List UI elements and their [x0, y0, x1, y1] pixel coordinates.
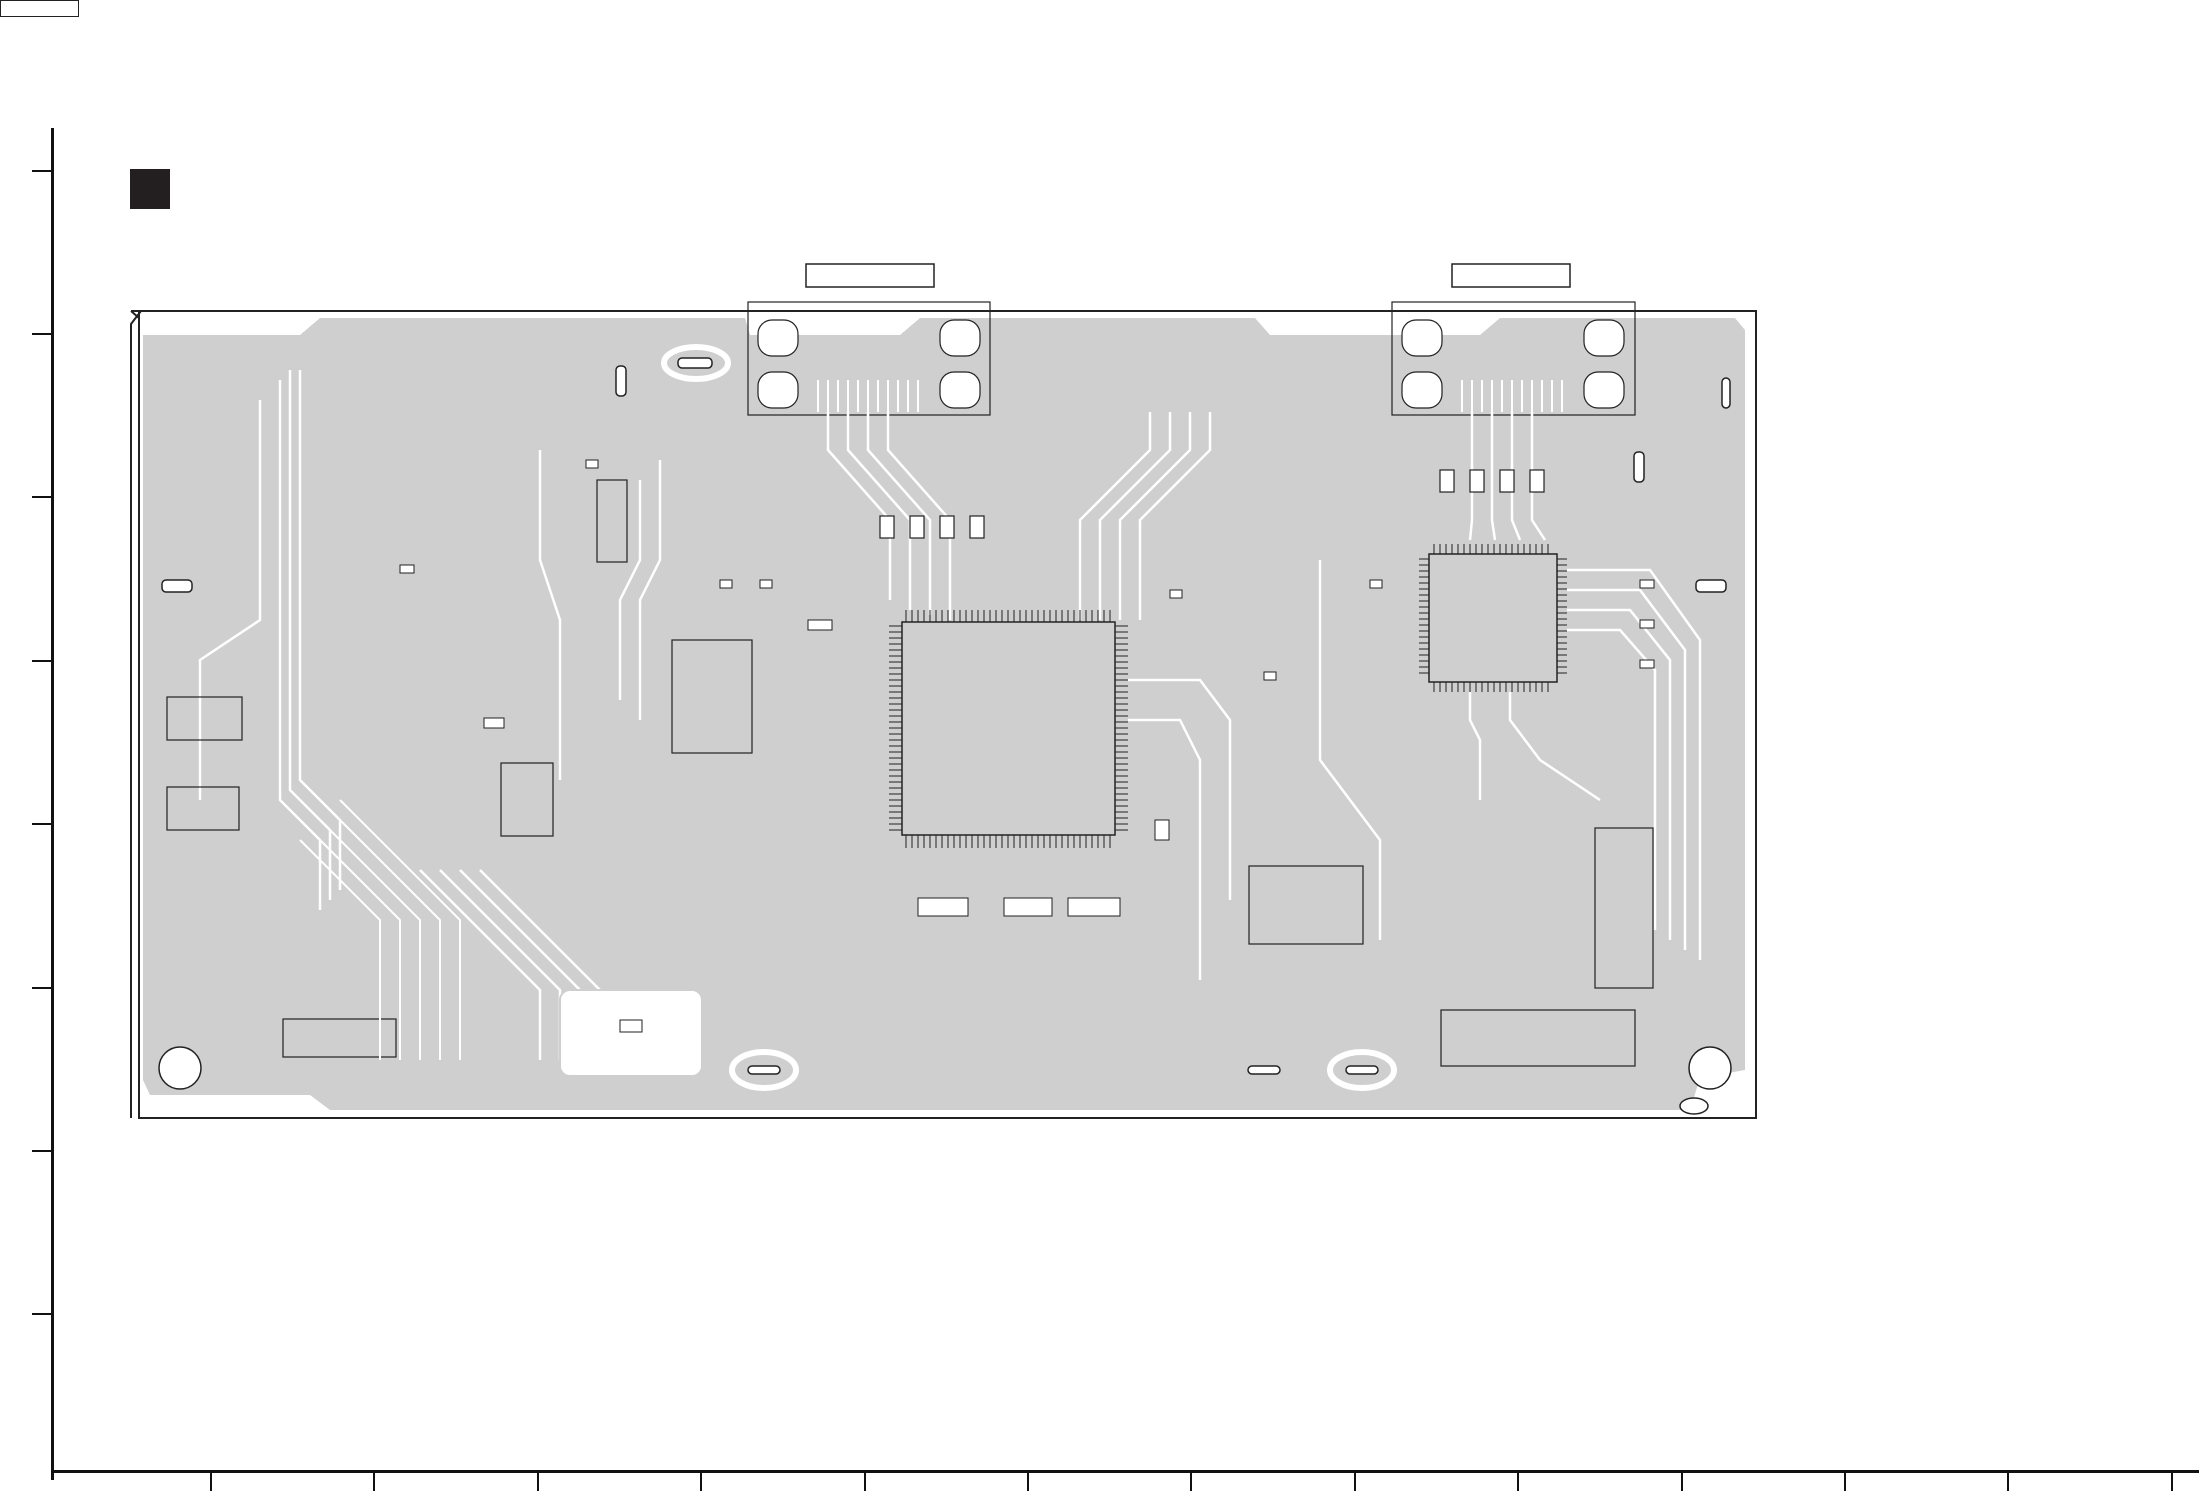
top-left-connector-title-box [806, 264, 934, 287]
crystal-region [560, 990, 702, 1076]
top-right-connector-title-box [1452, 264, 1570, 287]
qfp-main-processor [902, 622, 1115, 835]
main-ic-bottom-chips [918, 898, 1120, 916]
qfp-secondary-processor [1429, 554, 1557, 682]
